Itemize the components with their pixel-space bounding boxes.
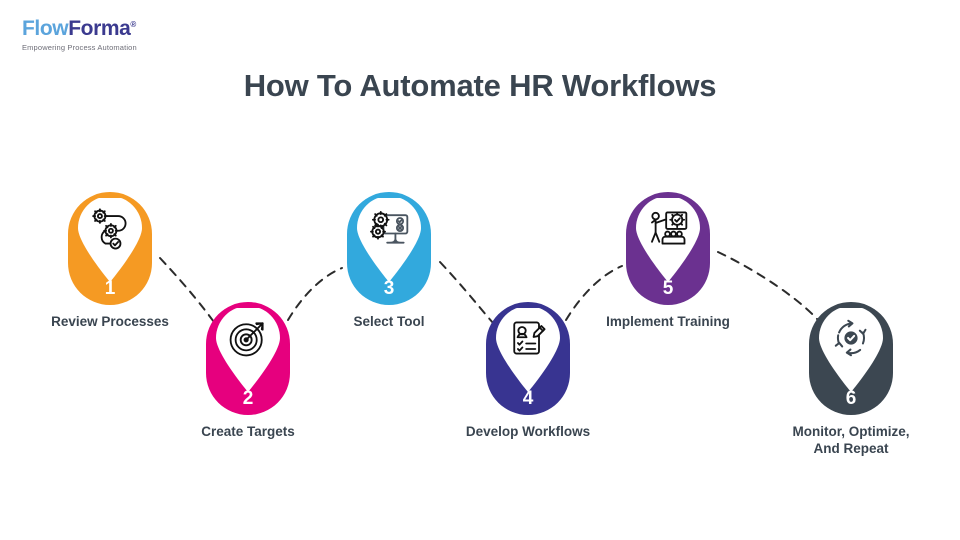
step-node-3[interactable]: 3 Select Tool <box>347 192 431 329</box>
connector-5-6 <box>717 251 819 321</box>
step-label-5: Implement Training <box>606 314 730 329</box>
registered-mark-icon: ® <box>130 20 136 29</box>
connector-4-5 <box>565 265 623 321</box>
step-node-5[interactable]: 5 Implement Training <box>606 192 730 329</box>
step-pill-3[interactable]: 3 <box>347 192 431 305</box>
step-pill-4[interactable]: 4 <box>486 302 570 415</box>
page-title: How To Automate HR Workflows <box>243 68 717 103</box>
step-pill-5[interactable]: 5 <box>626 192 710 305</box>
step-pill-6[interactable]: 6 <box>809 302 893 415</box>
step-node-6[interactable]: 6 Monitor, Optimize, And Repeat <box>793 302 910 456</box>
checklist-document-icon <box>513 321 546 355</box>
step-pill-1[interactable]: 1 <box>68 192 152 305</box>
step-node-4[interactable]: 4 Develop Workflows <box>466 302 590 439</box>
brand-name-part1: Flow <box>22 17 69 40</box>
step-number-4: 4 <box>522 388 534 409</box>
map-pin-shape-1 <box>78 198 142 282</box>
step-number-5: 5 <box>662 278 674 299</box>
step-pill-2[interactable]: 2 <box>206 302 290 415</box>
monitor-gears-icon <box>370 210 409 244</box>
brand-tagline: Empowering Process Automation <box>22 43 137 52</box>
step-label-4: Develop Workflows <box>465 424 591 439</box>
step-number-3: 3 <box>383 278 395 299</box>
step-label-1: Review Processes <box>51 314 169 329</box>
step-label-3: Select Tool <box>353 314 425 329</box>
step-number-2: 2 <box>242 388 254 409</box>
step-label-6: Monitor, Optimize, And Repeat <box>792 424 910 456</box>
brand-name-part2: Forma <box>68 17 131 40</box>
step-node-2[interactable]: 2 Create Targets <box>201 302 295 439</box>
connector-2-3 <box>287 267 343 321</box>
training-presentation-icon <box>651 211 688 245</box>
process-flow-gears-icon <box>92 208 127 250</box>
step-number-6: 6 <box>845 388 857 409</box>
step-label-2: Create Targets <box>201 424 295 439</box>
brand-logo: FlowForma® Empowering Process Automation <box>22 18 252 62</box>
step-number-1: 1 <box>104 278 116 299</box>
continuous-improvement-cycle-icon <box>834 319 867 357</box>
target-arrow-icon <box>229 322 264 357</box>
step-node-1[interactable]: 1 Review Processes <box>51 192 169 329</box>
brand-wordmark: FlowForma® <box>22 18 252 39</box>
